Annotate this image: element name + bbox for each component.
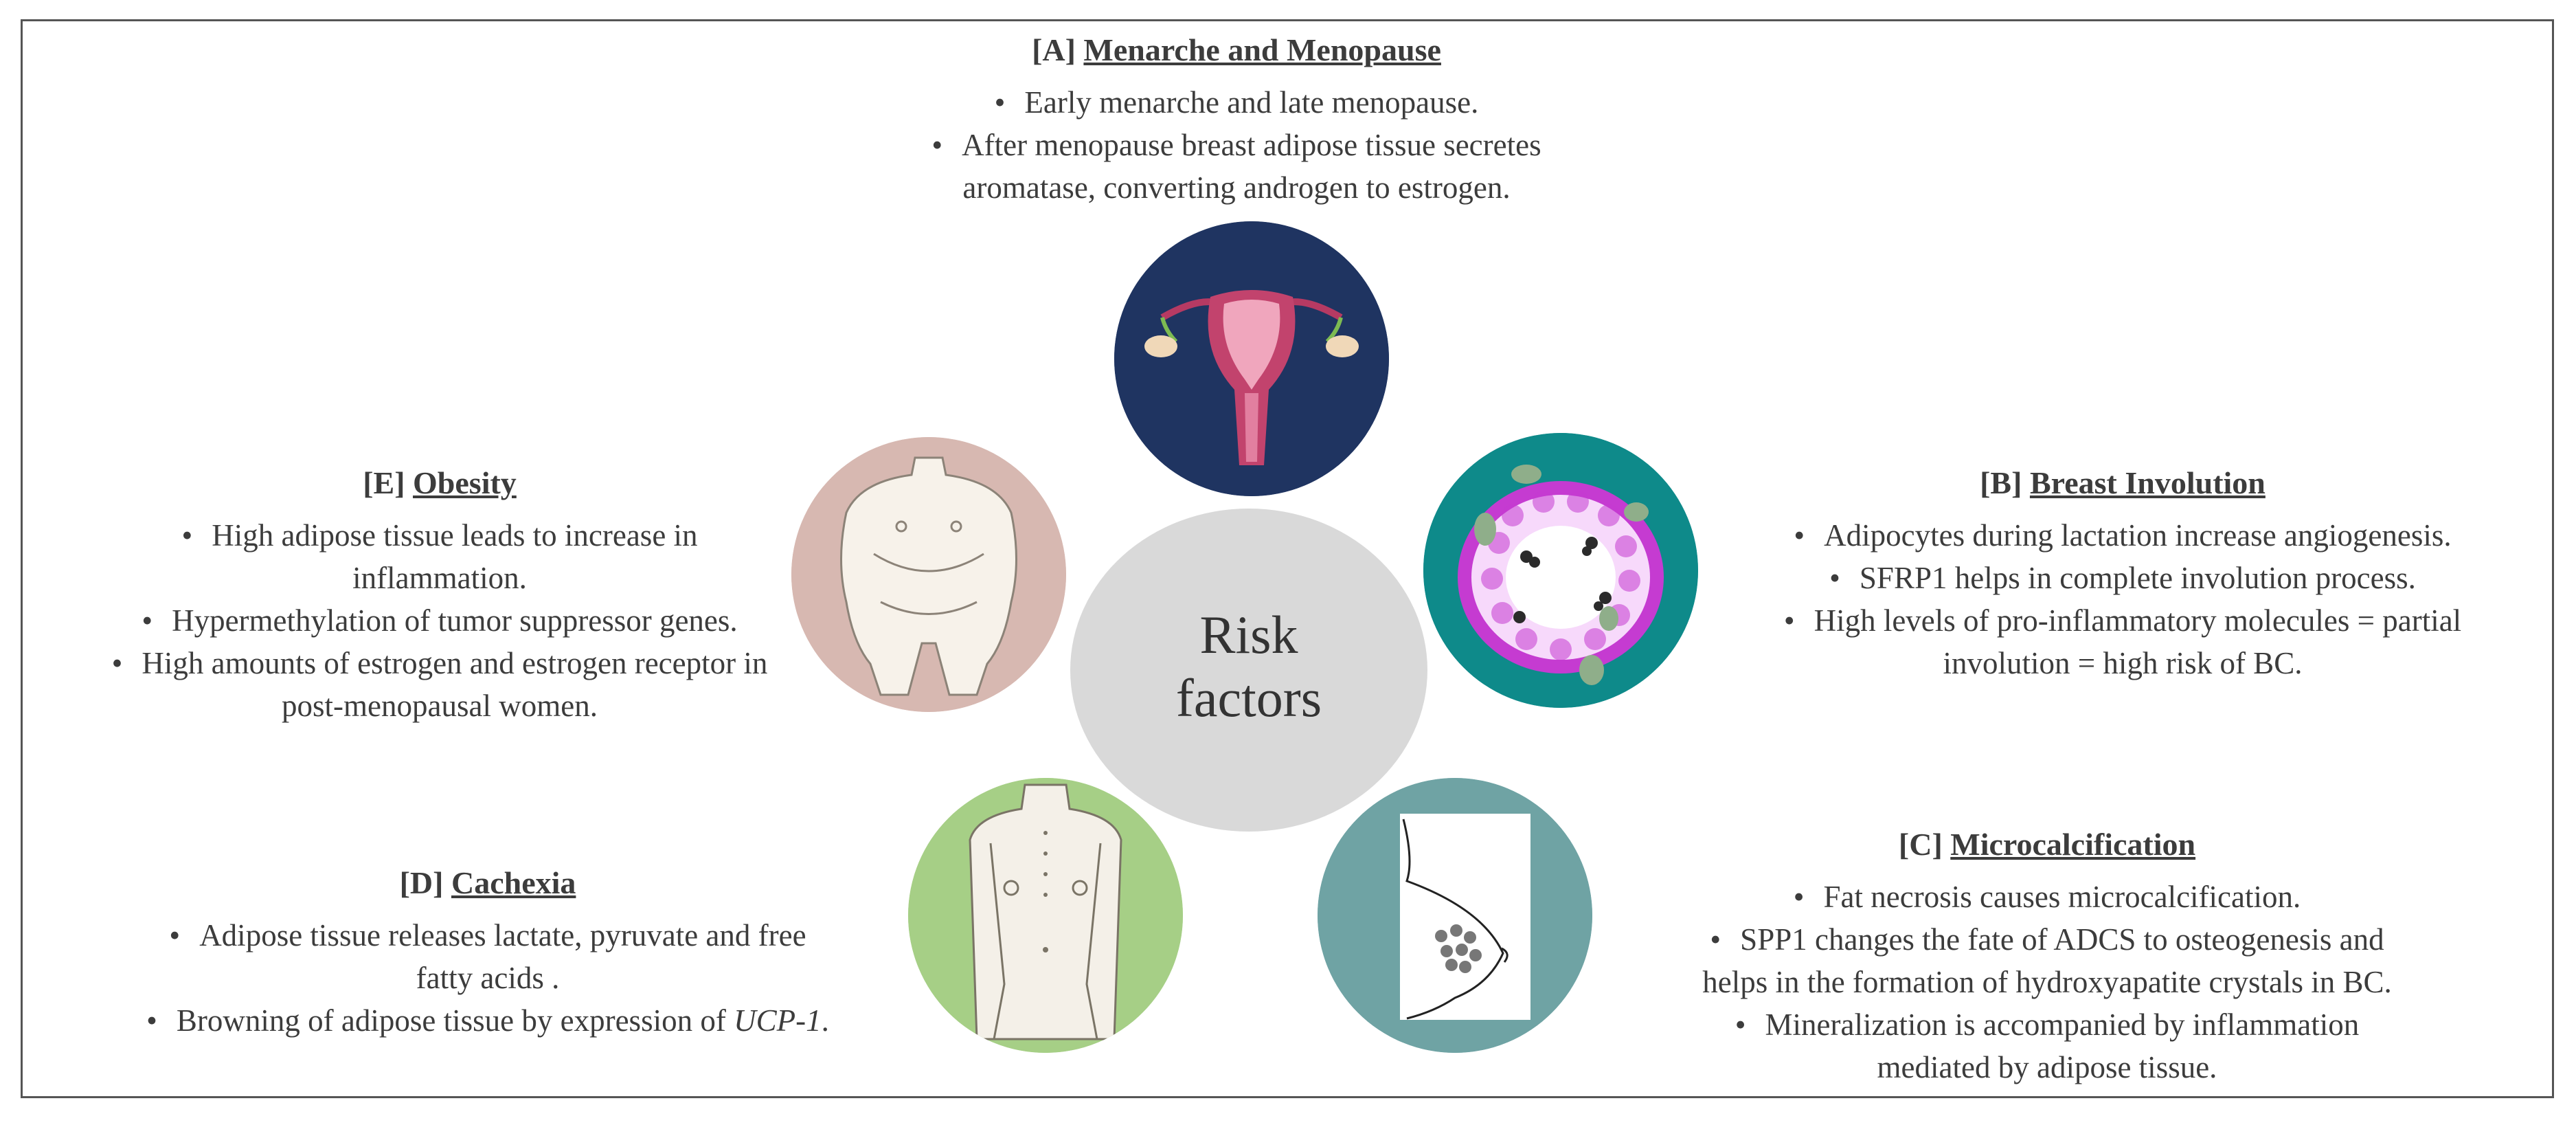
section-heading: [E] Obesity xyxy=(27,462,852,504)
bullet-list: Adipose tissue releases lactate, pyruvat… xyxy=(76,914,900,1042)
section-heading: [C] Microcalcification xyxy=(1635,823,2459,866)
breast-lobule-cells-icon xyxy=(1423,433,1698,708)
center-label-line1: Risk xyxy=(1199,605,1298,665)
section-obesity: [E] Obesity High adipose tissue leads to… xyxy=(27,462,852,727)
thin-torso-icon xyxy=(908,778,1183,1053)
section-heading: [A] Menarche and Menopause xyxy=(824,29,1649,71)
bullet-list: Early menarche and late menopause. After… xyxy=(824,81,1649,209)
section-tag: [D] xyxy=(399,865,444,900)
section-heading: [D] Cachexia xyxy=(76,862,900,904)
section-heading: [B] Breast Involution xyxy=(1731,462,2514,504)
bullet-item: High levels of pro-inflammatory molecule… xyxy=(1731,599,2514,684)
section-tag: [E] xyxy=(363,465,405,500)
section-tag: [C] xyxy=(1898,827,1943,862)
section-cachexia: [D] Cachexia Adipose tissue releases lac… xyxy=(76,862,900,1042)
bullet-item: Browning of adipose tissue by expression… xyxy=(76,999,900,1042)
bullet-item: Adipocytes during lactation increase ang… xyxy=(1731,514,2514,557)
bullet-item: High adipose tissue leads to increase in… xyxy=(27,514,852,599)
bullet-item: Early menarche and late menopause. xyxy=(824,81,1649,124)
section-breast-involution: [B] Breast Involution Adipocytes during … xyxy=(1731,462,2514,684)
section-tag: [A] xyxy=(1032,32,1076,67)
section-tag: [B] xyxy=(1980,465,2022,500)
section-title: Cachexia xyxy=(451,865,576,900)
figure-frame xyxy=(21,19,2554,1098)
uterus-icon xyxy=(1114,221,1389,496)
section-title: Breast Involution xyxy=(2029,465,2266,500)
obese-body-icon xyxy=(791,437,1066,712)
bullet-item: Mineralization is accompanied by inflamm… xyxy=(1635,1003,2459,1089)
section-menarche-menopause: [A] Menarche and Menopause Early menarch… xyxy=(824,29,1649,209)
risk-factors-center: Risk factors xyxy=(1070,509,1427,832)
section-title: Obesity xyxy=(413,465,517,500)
bullet-item: Adipose tissue releases lactate, pyruvat… xyxy=(76,914,900,999)
breast-mammogram-icon xyxy=(1318,778,1592,1053)
bullet-list: Adipocytes during lactation increase ang… xyxy=(1731,514,2514,684)
section-title: Menarche and Menopause xyxy=(1083,32,1441,67)
bullet-item: High amounts of estrogen and estrogen re… xyxy=(27,642,852,727)
bullet-item: Fat necrosis causes microcalcification. xyxy=(1635,876,2459,918)
section-title: Microcalcification xyxy=(1950,827,2196,862)
bullet-item: SPP1 changes the fate of ADCS to osteoge… xyxy=(1635,918,2459,1003)
bullet-item: SFRP1 helps in complete involution proce… xyxy=(1731,557,2514,599)
bullet-list: High adipose tissue leads to increase in… xyxy=(27,514,852,727)
bullet-item: Hypermethylation of tumor suppressor gen… xyxy=(27,599,852,642)
bullet-list: Fat necrosis causes microcalcification. … xyxy=(1635,876,2459,1089)
section-microcalcification: [C] Microcalcification Fat necrosis caus… xyxy=(1635,823,2459,1089)
bullet-item: After menopause breast adipose tissue se… xyxy=(824,124,1649,209)
center-label-line2: factors xyxy=(1175,668,1322,728)
